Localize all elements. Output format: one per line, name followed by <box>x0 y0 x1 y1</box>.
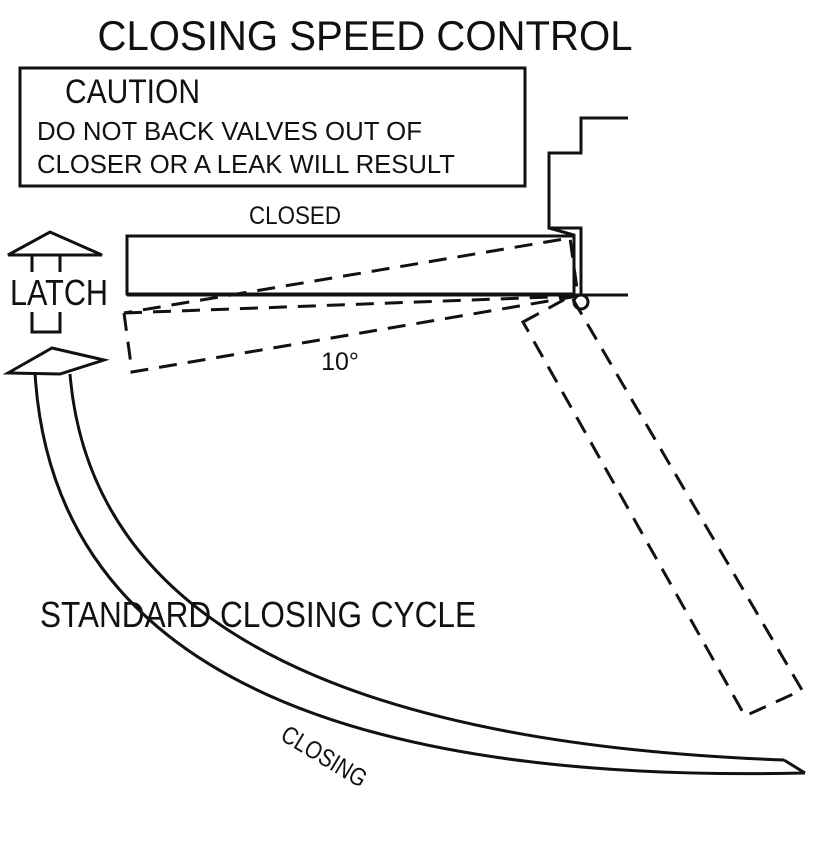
cycle-label: STANDARD CLOSING CYCLE <box>40 594 476 635</box>
diagram-title: CLOSING SPEED CONTROL <box>98 12 633 59</box>
caution-box: CAUTION DO NOT BACK VALVES OUT OF CLOSER… <box>18 66 527 188</box>
caution-box-border <box>18 66 527 188</box>
latch-label: LATCH <box>10 272 108 313</box>
closed-door-panel <box>125 234 576 296</box>
caution-heading: CAUTION <box>65 73 200 111</box>
closing-arc-arrow-icon <box>2 346 806 776</box>
door-position-10deg <box>122 236 580 374</box>
caution-line-2: CLOSER OR A LEAK WILL RESULT <box>37 149 455 179</box>
angle-label: 10° <box>321 348 359 376</box>
door-frame <box>547 116 628 295</box>
closing-label: CLOSING <box>276 720 372 793</box>
caution-line-1: DO NOT BACK VALVES OUT OF <box>37 116 422 146</box>
closed-label: CLOSED <box>249 202 341 230</box>
door-open-position <box>520 293 805 718</box>
latch-label-bg <box>12 272 112 312</box>
